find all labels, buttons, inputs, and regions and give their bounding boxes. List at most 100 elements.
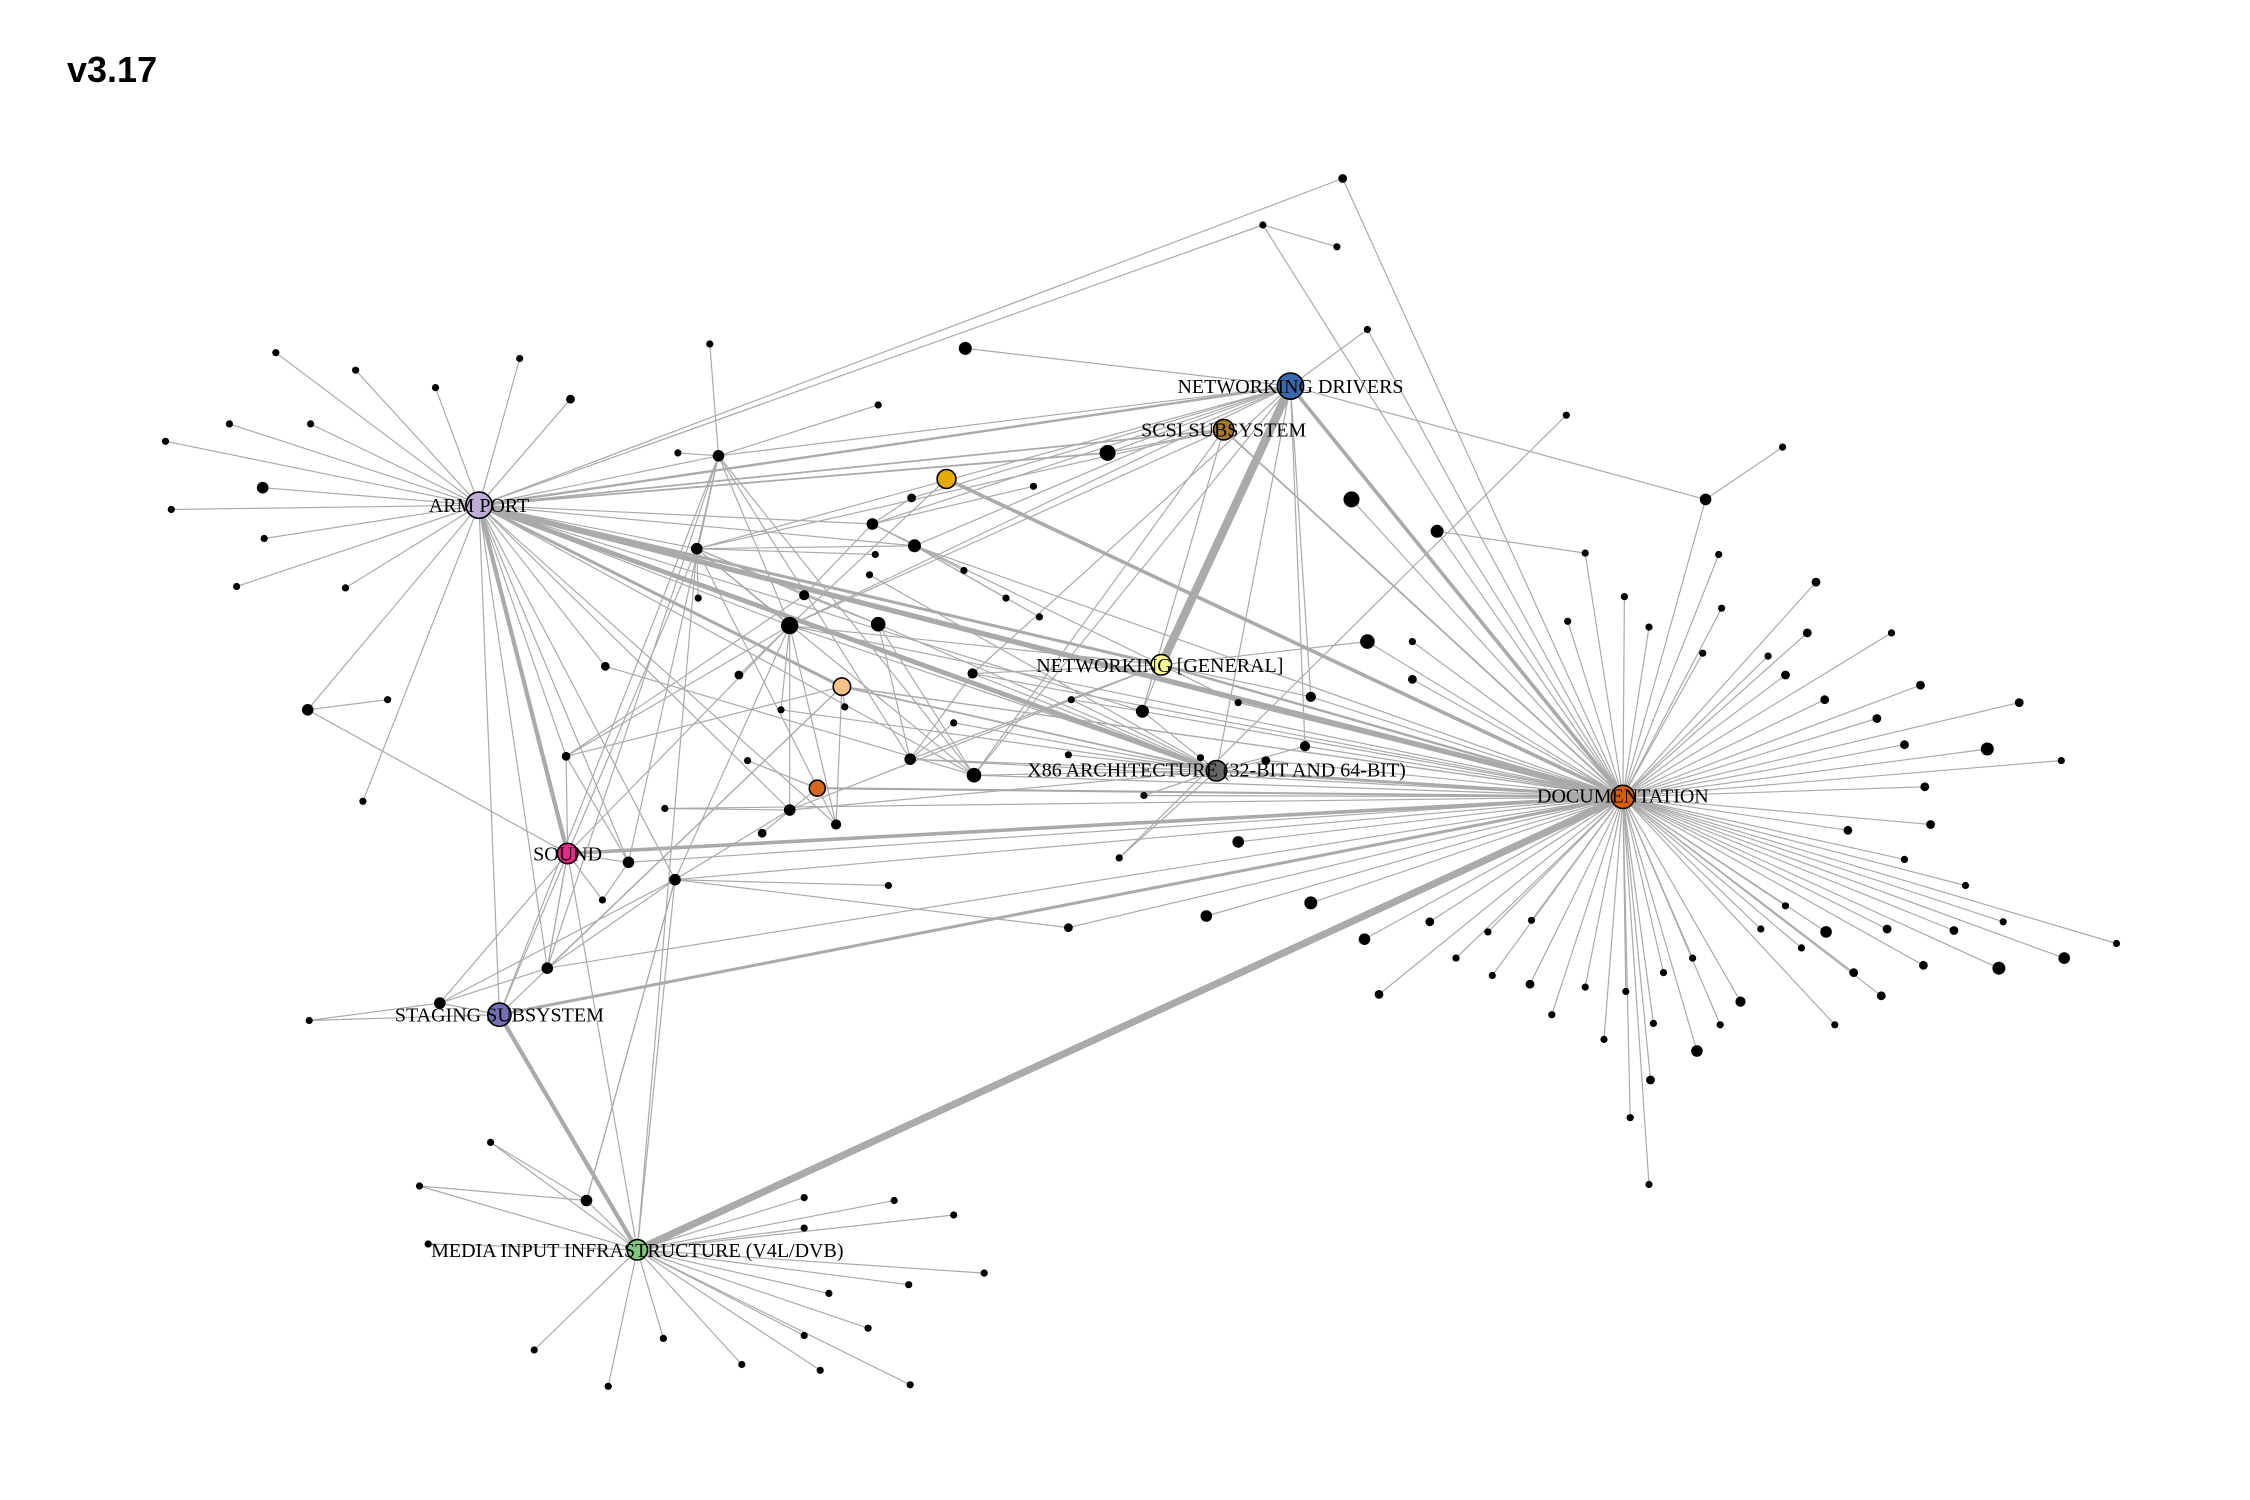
- graph-edge: [789, 624, 1624, 798]
- graph-edge: [973, 770, 1218, 776]
- graph-edge: [1622, 796, 1665, 974]
- graph-edge: [1622, 498, 1707, 798]
- graph-edge: [913, 545, 1624, 798]
- graph-leaf-node: [1200, 910, 1213, 922]
- graph-edge: [717, 455, 975, 776]
- hub-node-c1: [936, 468, 957, 490]
- graph-edge: [636, 1249, 910, 1286]
- graph-edge: [1622, 796, 1652, 1081]
- graph-leaf-node: [1999, 918, 2007, 926]
- graph-edge: [490, 1141, 638, 1251]
- graph-leaf-node: [161, 437, 170, 445]
- graph-leaf-node: [1299, 741, 1311, 752]
- graph-leaf-node: [1926, 820, 1935, 829]
- graph-leaf-node: [1527, 916, 1536, 924]
- graph-leaf-node: [566, 394, 575, 404]
- graph-edge: [1118, 414, 1567, 859]
- graph-edge: [498, 548, 698, 1016]
- graph-edge: [1265, 759, 1624, 798]
- graph-leaf-node: [1338, 174, 1348, 183]
- graph-edge: [477, 384, 1292, 507]
- graph-edge: [478, 504, 837, 826]
- graph-leaf-node: [1887, 629, 1896, 637]
- graph-leaf-node: [1581, 983, 1589, 991]
- graph-edge: [1366, 640, 1624, 798]
- graph-leaf-node: [1135, 704, 1149, 718]
- graph-edge: [717, 455, 911, 760]
- graph-leaf-node: [1699, 649, 1707, 657]
- graph-leaf-node: [841, 703, 849, 711]
- graph-edge: [636, 1227, 805, 1251]
- graph-leaf-node: [1843, 825, 1853, 835]
- graph-leaf-node: [1234, 699, 1242, 707]
- hub-node-netgen: [1150, 653, 1173, 676]
- graph-leaf-node: [1802, 628, 1812, 638]
- graph-leaf-node: [904, 753, 916, 765]
- graph-leaf-node: [1115, 854, 1123, 862]
- graph-edge: [1704, 446, 1784, 500]
- graph-edge: [1262, 224, 1338, 248]
- graph-leaf-node: [580, 1194, 593, 1207]
- graph-leaf-node: [1488, 971, 1496, 980]
- graph-leaf-node: [950, 719, 958, 727]
- graph-edge: [1310, 796, 1624, 904]
- graph-leaf-node: [1620, 593, 1628, 601]
- graph-edge: [565, 755, 569, 855]
- graph-edge: [1622, 655, 1769, 798]
- graph-edge: [636, 1249, 665, 1340]
- graph-leaf-node: [1735, 996, 1746, 1007]
- graph-edge: [636, 1249, 869, 1329]
- graph-leaf-node: [598, 896, 607, 904]
- graph-leaf-node: [1876, 991, 1886, 1001]
- graph-edge: [1622, 796, 1803, 949]
- graph-leaf-node: [1992, 961, 2006, 975]
- graph-edge: [1070, 699, 1218, 772]
- graph-leaf-node: [1196, 754, 1205, 762]
- graph-leaf-node: [434, 997, 446, 1009]
- graph-edge: [717, 385, 1292, 457]
- graph-edge: [973, 385, 1292, 776]
- graph-edge: [1622, 796, 1787, 907]
- graph-leaf-node: [1781, 902, 1790, 910]
- graph-edge: [533, 1249, 638, 1351]
- graph-edge: [909, 672, 974, 760]
- graph-edge: [1622, 786, 1926, 798]
- hub-node-media: [626, 1238, 649, 1261]
- graph-leaf-node: [341, 584, 350, 592]
- graph-edge: [696, 548, 837, 826]
- graph-edge: [1622, 744, 1906, 798]
- graph-edge: [1118, 770, 1218, 859]
- graph-edge: [1622, 701, 2020, 798]
- graph-edge: [478, 504, 698, 550]
- graph-leaf-node: [967, 668, 978, 679]
- graph-leaf-node: [825, 1289, 833, 1297]
- graph-leaf-node: [966, 767, 982, 783]
- graph-edge: [674, 809, 791, 881]
- graph-edge: [546, 852, 569, 969]
- graph-leaf-node: [1358, 933, 1371, 945]
- graph-leaf-node: [260, 534, 268, 543]
- graph-edge: [355, 369, 480, 506]
- graph-edge: [601, 861, 630, 901]
- graph-edge: [236, 504, 480, 588]
- graph-leaf-node: [225, 420, 233, 428]
- graph-edge: [1622, 652, 1704, 798]
- graph-edge: [565, 685, 843, 757]
- graph-leaf-node: [865, 571, 874, 579]
- graph-edge: [344, 504, 480, 589]
- graph-edge: [636, 1249, 743, 1366]
- graph-leaf-node: [359, 797, 367, 805]
- graph-edge: [636, 548, 698, 1251]
- graph-leaf-node: [1649, 1019, 1657, 1027]
- graph-edge: [696, 429, 1225, 550]
- graph-edge: [478, 428, 1225, 507]
- graph-leaf-node: [1360, 634, 1375, 649]
- graph-edge: [478, 504, 606, 667]
- graph-edge: [909, 722, 955, 760]
- graph-edge: [478, 504, 630, 863]
- graph-edge: [478, 504, 916, 547]
- graph-edge: [566, 852, 638, 1251]
- graph-leaf-node: [1525, 979, 1535, 989]
- graph-edge: [835, 685, 843, 826]
